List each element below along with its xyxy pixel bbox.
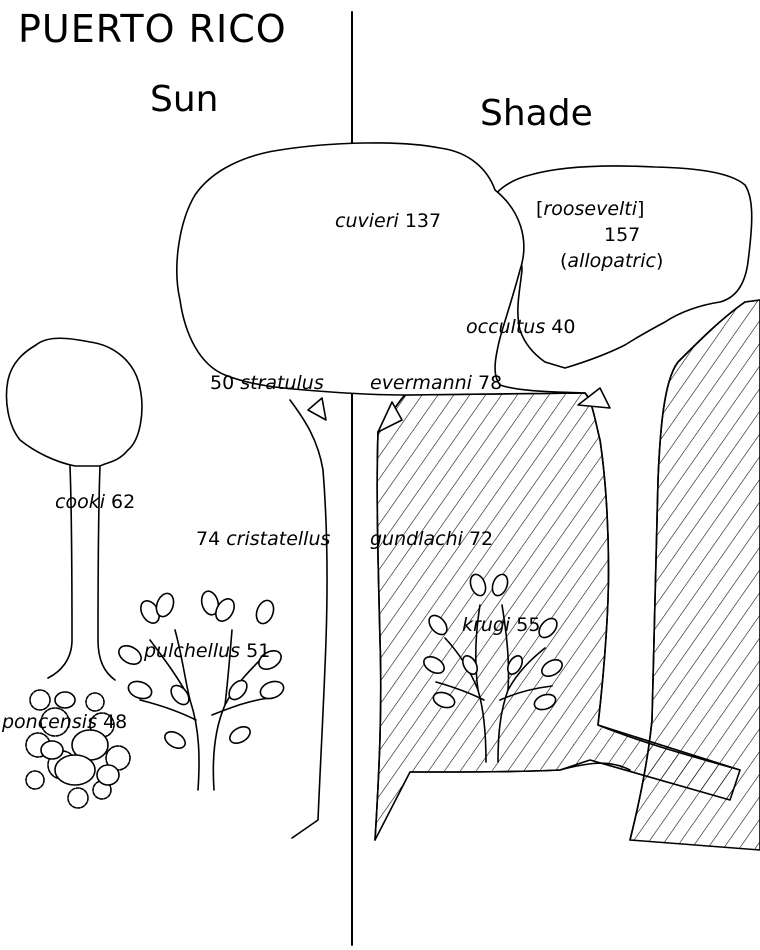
label-krugi: krugi 55	[462, 616, 540, 635]
label-occultus: occultus 40	[466, 318, 575, 337]
label-cristatellus: 74 cristatellus	[196, 530, 330, 549]
sun-tree-trunk	[290, 400, 327, 838]
heading-shade: Shade	[480, 96, 593, 132]
label-cooki: cooki 62	[55, 493, 135, 512]
diagram-title: PUERTO RICO	[18, 10, 287, 48]
label-gundlachi: gundlachi 72	[370, 530, 493, 549]
label-roosevelti-note: (allopatric)	[560, 252, 663, 271]
label-roosevelti-number: 157	[604, 226, 640, 245]
heading-sun: Sun	[150, 82, 218, 118]
pulchellus-bush	[116, 589, 286, 790]
label-poncensis: poncensis 48	[2, 713, 127, 732]
label-pulchellus: pulchellus 51	[144, 642, 270, 661]
label-stratulus: 50 stratulus	[210, 374, 324, 393]
label-roosevelti: [roosevelti]	[536, 200, 644, 219]
label-evermanni: evermanni 78	[370, 374, 502, 393]
cooki-tree-canopy	[7, 338, 142, 466]
label-cuvieri: cuvieri 137	[335, 212, 441, 231]
